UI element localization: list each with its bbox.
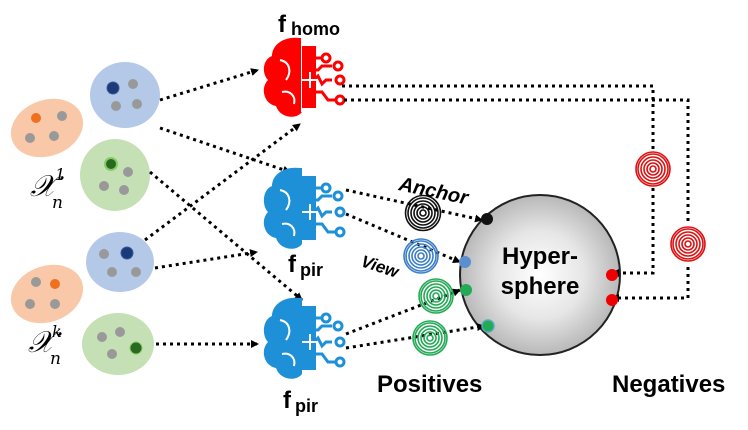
svg-text:pir: pir [300,260,323,280]
svg-text:f: f [283,387,292,414]
hypersphere-label-line1: Hyper- [502,243,578,270]
f-pir-label-1: f pir [288,251,323,280]
svg-text:n: n [50,349,61,369]
view-dot [459,256,471,268]
svg-text:k: k [52,322,62,341]
f-homo-label: f homo [278,11,340,39]
f-pir-brain-icon-2 [263,297,346,379]
view-label: View [359,252,403,282]
anchor-dot [481,213,493,225]
x-n-k-label: 𝒳 n k [28,322,62,369]
positive-dot-1 [460,284,472,296]
output-arrows [342,84,690,350]
negative-dot-1 [606,269,618,281]
orange-blob-1 [10,98,84,158]
svg-text:f: f [288,251,297,278]
f-pir-label-2: f pir [283,387,318,416]
svg-text:pir: pir [295,396,318,416]
green-blob-1 [80,139,150,211]
x-n-1-label: 𝒳 n 1 [30,165,65,213]
fingerprint-positive-icon-2 [412,320,448,356]
negatives-label: Negatives [612,371,725,398]
blue-blob-1 [90,62,160,128]
hypersphere-label-line2: sphere [501,273,580,300]
svg-text:homo: homo [291,19,340,39]
fingerprint-view-icon [403,238,439,274]
fingerprint-negative-icon-2 [670,225,706,263]
svg-text:1: 1 [55,165,65,184]
fingerprint-negative-icon-1 [635,150,671,188]
input-arrows [144,68,303,348]
orange-blob-k [10,264,84,324]
hypersphere [459,194,621,356]
positive-dot-2 [481,319,495,333]
svg-text:f: f [278,11,287,38]
green-blob-k [82,313,154,375]
f-pir-brain-icon-1 [263,167,346,249]
input-group-k [10,232,154,375]
input-group-1 [10,62,160,211]
fingerprint-anchor-icon [404,194,442,232]
blue-blob-k [86,232,154,292]
f-homo-brain-icon [263,37,346,117]
negative-dot-2 [606,294,618,306]
fingerprint-positive-icon-1 [418,278,454,314]
positives-label: Positives [377,371,482,398]
svg-text:n: n [52,193,63,213]
